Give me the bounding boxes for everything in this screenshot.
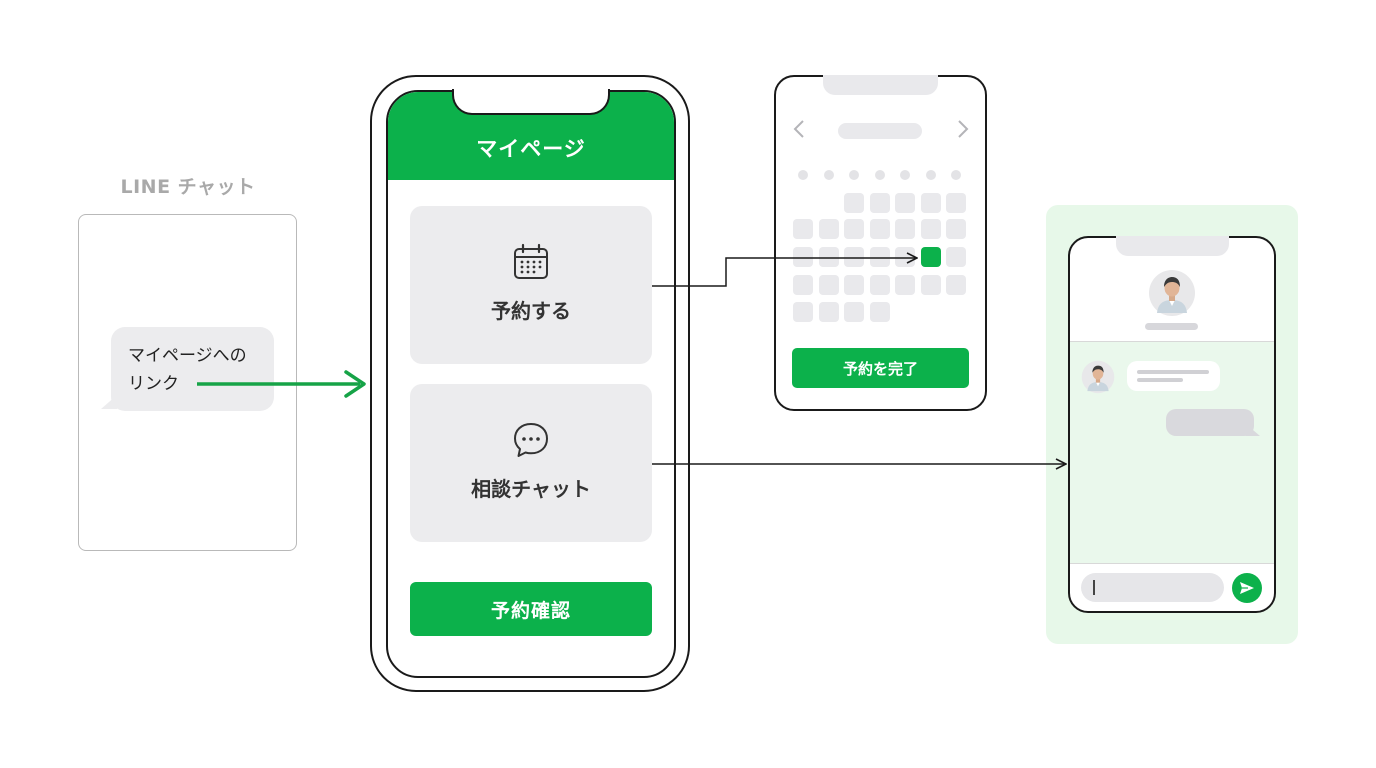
reserve-to-calendar-arrow: [652, 258, 917, 286]
link-to-mypage-arrow: [197, 372, 364, 396]
